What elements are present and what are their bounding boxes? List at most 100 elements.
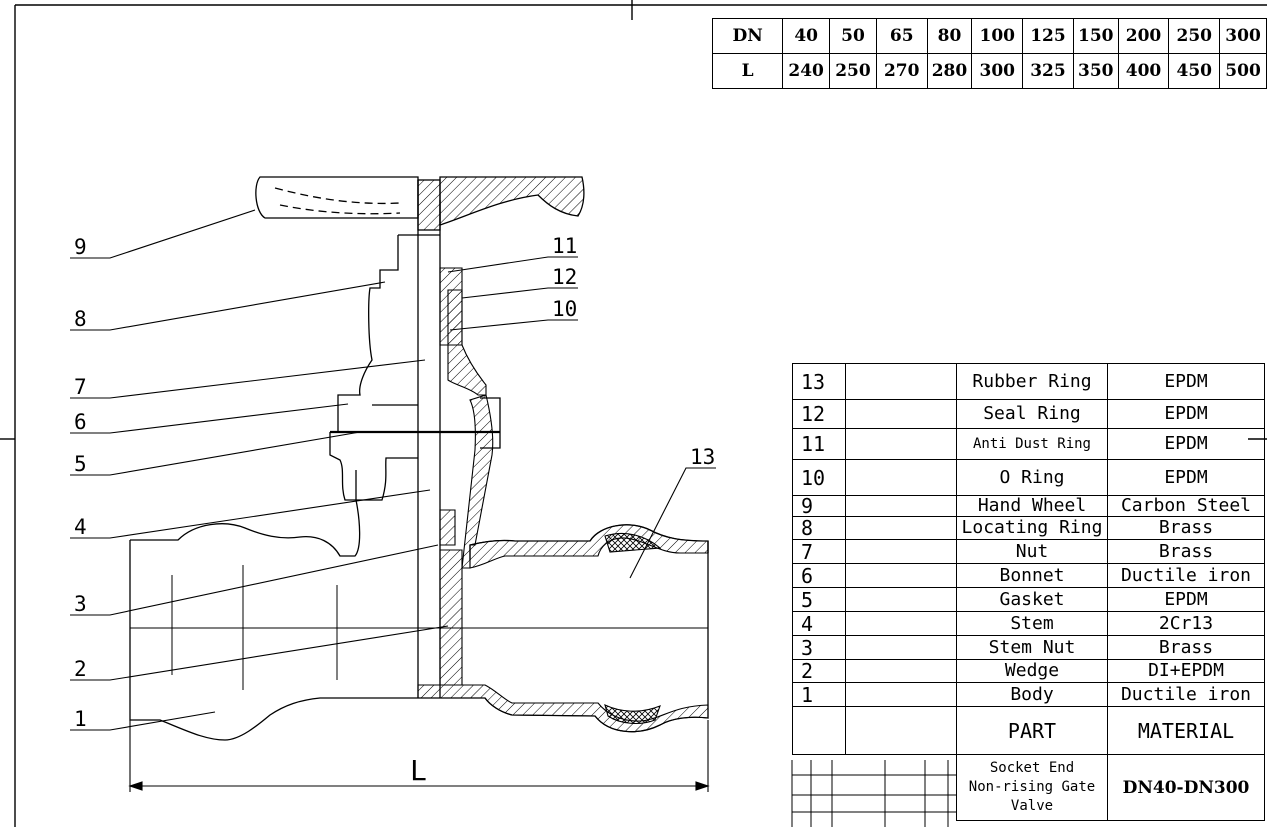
l-cell: 400 (1117, 53, 1170, 89)
part-no: 4 (792, 611, 846, 636)
part-no: 2 (792, 659, 846, 683)
part-material: Ductile iron (1107, 563, 1265, 588)
callout-8: 8 (74, 307, 87, 331)
hatched-sections (417, 267, 709, 733)
part-no: 7 (792, 539, 846, 564)
material-column-header: MATERIAL (1107, 706, 1265, 755)
l-header: L (711, 53, 784, 89)
part-material: EPDM (1107, 587, 1265, 612)
drawing-code: DN40-DN300 (1107, 754, 1265, 821)
callout-12: 12 (552, 265, 577, 289)
dn-row: DN 40 50 65 80 100 125 150 200 250 300 (711, 18, 1267, 54)
part-material: EPDM (1107, 459, 1265, 496)
part-material: Brass (1107, 516, 1265, 540)
part-no: 9 (792, 495, 846, 517)
part-name: Hand Wheel (956, 495, 1108, 517)
title-block-row: Socket End Non-rising Gate Valve DN40-DN… (793, 754, 1265, 821)
title-block-grid (791, 760, 957, 827)
callout-7: 7 (74, 375, 87, 399)
part-name: Wedge (956, 659, 1108, 683)
bonnet-and-stem (329, 180, 501, 698)
callout-11: 11 (552, 234, 577, 258)
part-material: 2Cr13 (1107, 611, 1265, 636)
part-material: EPDM (1107, 399, 1265, 429)
callout-13: 13 (690, 445, 715, 469)
l-cell: 450 (1168, 53, 1221, 89)
part-material: Carbon Steel (1107, 495, 1265, 517)
title-line-2: Non-rising Gate (968, 779, 1096, 795)
l-row: L 240 250 270 280 300 325 350 400 450 50… (711, 53, 1267, 89)
part-no: 12 (792, 399, 846, 429)
dn-cell: 150 (1072, 18, 1119, 54)
dn-cell: 300 (1219, 18, 1267, 54)
part-name: Stem (956, 611, 1108, 636)
l-cell: 280 (926, 53, 973, 89)
part-name: O Ring (956, 459, 1108, 496)
part-material: Brass (1107, 539, 1265, 564)
callout-1: 1 (74, 707, 87, 731)
l-cell: 325 (1022, 53, 1074, 89)
part-material: Brass (1107, 635, 1265, 660)
part-material: DI+EPDM (1107, 659, 1265, 683)
hand-wheel (255, 176, 585, 231)
part-no: 5 (792, 587, 846, 612)
part-name: Body (956, 682, 1108, 707)
dn-cell: 50 (829, 18, 877, 54)
callout-2: 2 (74, 657, 87, 681)
title-line-1: Socket End (989, 760, 1075, 776)
part-no: 6 (792, 563, 846, 588)
callout-6: 6 (74, 410, 87, 434)
drawing-title: Socket End Non-rising Gate Valve (956, 754, 1108, 821)
callout-9: 9 (74, 235, 87, 259)
part-no: 1 (792, 682, 846, 707)
part-no: 8 (792, 516, 846, 540)
part-name: Stem Nut (956, 635, 1108, 660)
length-dimension (128, 720, 710, 792)
dn-cell: 250 (1168, 18, 1221, 54)
l-cell: 250 (829, 53, 877, 89)
l-cell: 270 (875, 53, 928, 89)
callout-4: 4 (74, 515, 87, 539)
dn-cell: 65 (875, 18, 928, 54)
l-cell: 240 (782, 53, 831, 89)
part-name: Gasket (956, 587, 1108, 612)
part-material: EPDM (1107, 363, 1265, 400)
callout-3: 3 (74, 592, 87, 616)
part-name: Bonnet (956, 563, 1108, 588)
part-name: Nut (956, 539, 1108, 564)
part-name: Rubber Ring (956, 363, 1108, 400)
dn-cell: 40 (782, 18, 831, 54)
part-no: 11 (792, 428, 846, 460)
dimension-table: DN 40 50 65 80 100 125 150 200 250 300 L… (711, 18, 1267, 89)
length-label: L (410, 754, 427, 787)
dn-cell: 100 (971, 18, 1024, 54)
valve-body (129, 470, 709, 741)
l-cell: 350 (1072, 53, 1119, 89)
part-name: Seal Ring (956, 399, 1108, 429)
part-column-header: PART (956, 706, 1108, 755)
part-name: Locating Ring (956, 516, 1108, 540)
dn-cell: 125 (1022, 18, 1074, 54)
part-no: 13 (792, 363, 846, 400)
dn-header: DN (711, 18, 784, 54)
part-material: Ductile iron (1107, 682, 1265, 707)
dn-cell: 80 (926, 18, 973, 54)
title-line-3: Valve (1010, 798, 1054, 814)
part-material: EPDM (1107, 428, 1265, 460)
callout-10: 10 (552, 297, 577, 321)
